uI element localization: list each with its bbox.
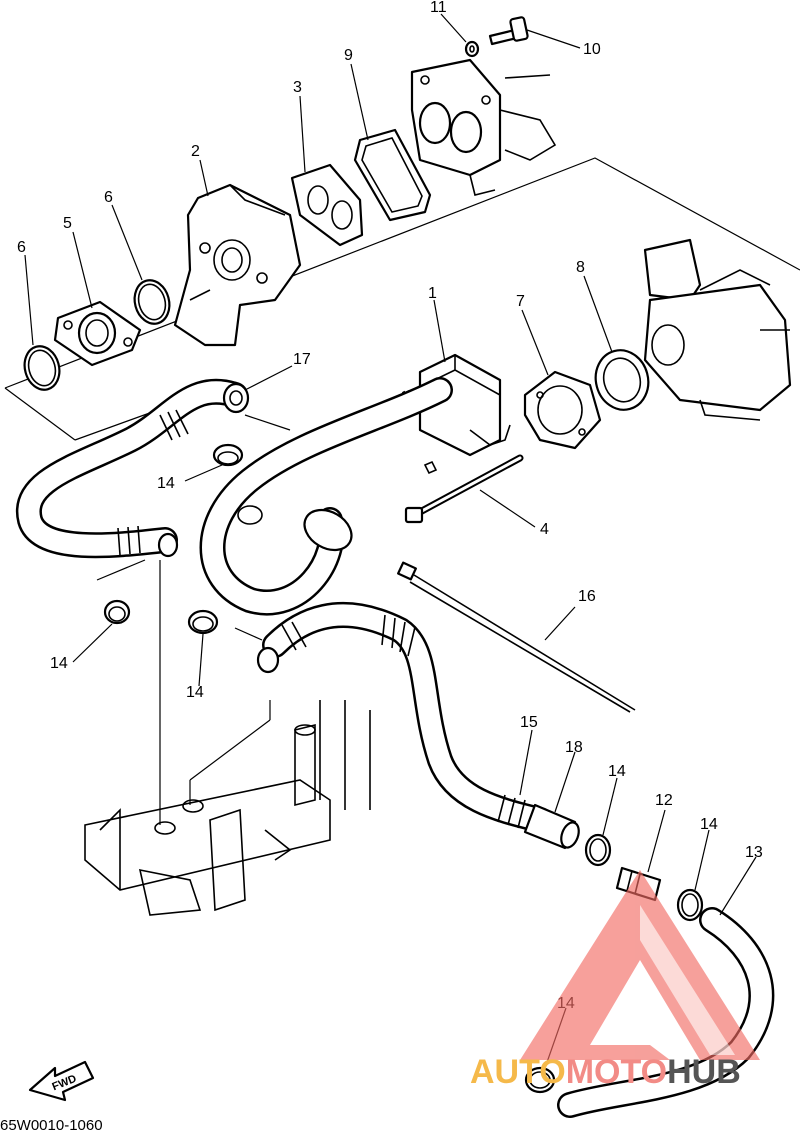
callout-11: 11 [430, 0, 447, 16]
washer-11 [464, 40, 480, 58]
clamp-14-e [676, 888, 704, 922]
callout-6a: 6 [17, 239, 26, 256]
watermark-text: AUTOMOTOHUB [470, 1053, 741, 1091]
o-ring-6-upper [133, 279, 171, 325]
callout-5: 5 [63, 215, 72, 232]
gasket-7 [523, 370, 602, 450]
callout-16: 16 [578, 588, 596, 605]
callout-12: 12 [655, 792, 673, 809]
callout-4: 4 [540, 521, 549, 538]
hose-rib-b [117, 525, 141, 556]
watermark-logo-mark [520, 870, 760, 1060]
return-hose-left [15, 378, 248, 559]
callout-14e: 14 [700, 816, 718, 833]
cable-tie-16 [397, 561, 636, 713]
ring-8 [594, 349, 650, 411]
hose-rib-c [381, 614, 416, 657]
callout-17: 17 [293, 351, 311, 368]
hose-15 [256, 602, 553, 833]
bolt-4 [404, 454, 524, 524]
callout-3: 3 [293, 79, 302, 96]
grommet-17 [222, 382, 250, 414]
leader-lines [24, 13, 757, 1069]
callout-14c: 14 [186, 684, 204, 701]
o-ring-6-lower [23, 345, 61, 391]
clamp-14-f [524, 1066, 556, 1094]
carburetor-fragment [643, 238, 792, 421]
throttle-body-fragment [410, 58, 557, 196]
callout-14d: 14 [608, 763, 626, 780]
bolt-10 [488, 16, 529, 46]
hose-rib-d [497, 794, 526, 829]
engine-block-fragment [84, 700, 371, 916]
sleeve-18 [523, 803, 580, 850]
fwd-arrow: FWD [28, 1060, 95, 1102]
callout-labels: 1 2 3 4 5 6 6 7 8 9 10 11 12 13 14 14 14… [17, 0, 763, 1012]
callout-14a: 14 [157, 475, 175, 492]
clamp-14-b [103, 599, 131, 625]
gasket-3 [290, 163, 364, 247]
callout-1: 1 [428, 285, 437, 302]
callout-15: 15 [520, 714, 538, 731]
callout-14b: 14 [50, 655, 68, 672]
clamp-14-c [187, 609, 219, 635]
watermark-text-moto: MOTO [566, 1053, 667, 1091]
callout-18: 18 [565, 739, 583, 756]
clamp-14-a [212, 443, 244, 467]
watermark-text-hub: HUB [667, 1053, 741, 1091]
watermark-text-auto: AUTO [470, 1053, 566, 1091]
callout-6b: 6 [104, 189, 113, 206]
gasket-9 [353, 128, 432, 222]
intake-duct [199, 377, 453, 616]
callout-7: 7 [516, 293, 525, 310]
hose-rib-e [281, 621, 307, 651]
hose-rib-a [159, 409, 189, 441]
clamp-14-d [584, 833, 612, 867]
flange-5 [53, 300, 142, 367]
callout-2: 2 [191, 143, 200, 160]
callout-8: 8 [576, 259, 585, 276]
callout-13: 13 [745, 844, 763, 861]
callout-9: 9 [344, 47, 353, 64]
manifold-2 [173, 183, 302, 347]
watermark-logo [520, 870, 760, 1060]
diagram-code: 65W0010-1060 [0, 1117, 103, 1132]
callout-10: 10 [583, 41, 601, 58]
